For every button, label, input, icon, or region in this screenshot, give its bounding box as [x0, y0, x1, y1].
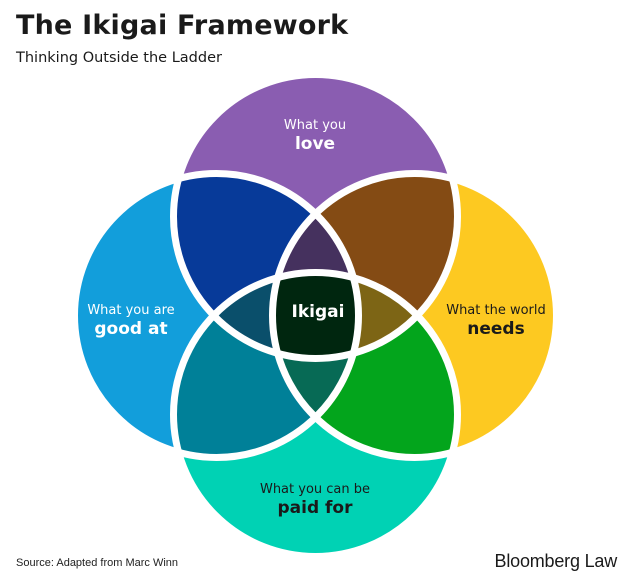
label-paid-for: What you can be paid for [259, 482, 371, 518]
label-love: What you love [283, 118, 347, 154]
brand-logo: Bloomberg Law [494, 551, 618, 571]
circle-outline-bottom [170, 269, 461, 560]
circle-outline-left [71, 170, 362, 461]
circle-outline-top [170, 71, 461, 362]
page-title: The Ikigai Framework [16, 10, 349, 41]
label-good-at: What you are good at [87, 303, 175, 339]
source-note: Source: Adapted from Marc Winn [16, 557, 179, 569]
circle-outline-right [269, 170, 560, 461]
ikigai-center-label: Ikigai [291, 302, 345, 322]
label-world-needs: What the world needs [446, 303, 546, 339]
page-subtitle: Thinking Outside the Ladder [16, 50, 222, 66]
